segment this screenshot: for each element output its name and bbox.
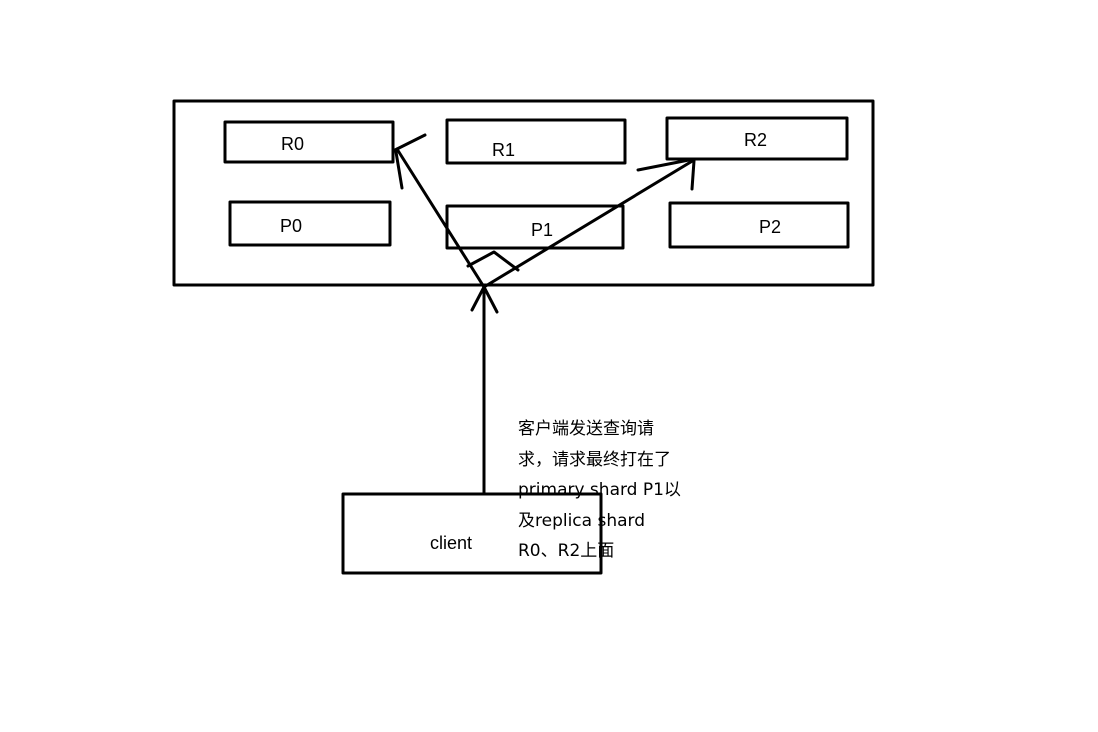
annotation-line: 及replica shard — [518, 510, 646, 531]
label-p1: P1 — [531, 220, 554, 240]
label-r1: R1 — [492, 140, 516, 160]
annotation-line: primary shard P1以 — [518, 480, 681, 500]
shard-box-p2 — [668, 201, 850, 249]
cluster-box — [172, 99, 875, 287]
arrow-client-to-p1 — [470, 285, 499, 496]
annotation-line: 求，请求最终打在了 — [518, 449, 671, 470]
arrow-p1-to-r2 — [482, 157, 696, 289]
annotation-note: 客户端发送查询请 求，请求最终打在了 primary shard P1以 及re… — [518, 414, 698, 567]
shard-box-r0 — [223, 120, 395, 164]
shard-box-p0 — [228, 200, 392, 247]
annotation-line: 客户端发送查询请 — [518, 419, 654, 439]
shard-box-r2 — [665, 116, 849, 161]
shard-box-r1 — [445, 118, 627, 165]
label-p2: P2 — [759, 217, 782, 237]
label-r2: R2 — [744, 130, 768, 150]
annotation-line: R0、R2上面 — [518, 541, 615, 561]
label-r0: R0 — [281, 134, 305, 154]
fork-tick-mark — [466, 250, 520, 272]
client-box — [341, 492, 603, 575]
label-p0: P0 — [280, 216, 303, 236]
label-client: client — [430, 533, 473, 553]
